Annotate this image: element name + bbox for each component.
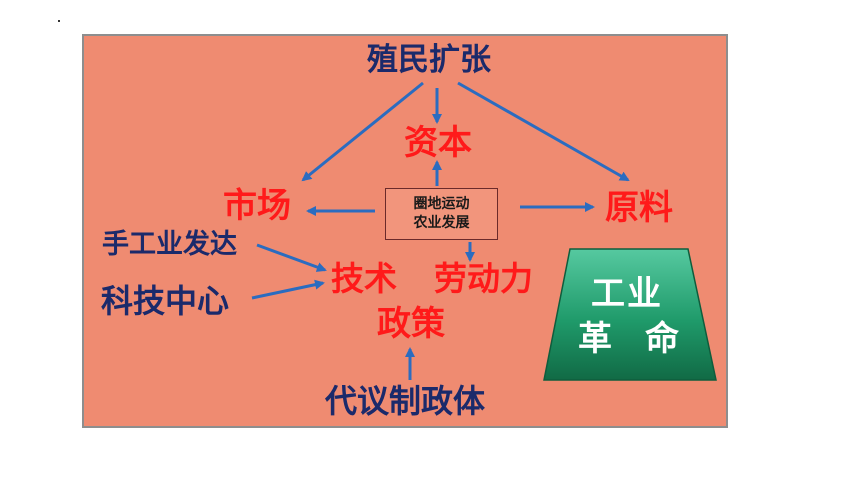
stray-dot (58, 20, 60, 22)
node-colonial-expansion: 殖民扩张 (367, 42, 491, 78)
node-capital: 资本 (404, 123, 472, 163)
center-line-1: 圈地运动 (413, 196, 470, 213)
industrial-revolution-line2a: 革 (578, 319, 614, 359)
arrow-colonial-to-rawmaterial (457, 81, 630, 182)
arrow-handicraft-to-technology (256, 243, 327, 272)
node-labor: 劳动力 (434, 259, 533, 298)
industrial-revolution-line1: 工业 (591, 274, 663, 314)
industrial-revolution-line2b: 命 (645, 319, 681, 359)
industrial-revolution-shape (543, 248, 717, 381)
center-line-2: 农业发展 (413, 215, 470, 231)
arrow-colonial-to-market (301, 81, 424, 182)
node-enclosure-agriculture: 圈地运动 农业发展 (385, 188, 498, 240)
node-tech-center: 科技中心 (101, 282, 230, 320)
node-handicraft: 手工业发达 (102, 229, 237, 260)
arrow-techcenter-to-technology (251, 279, 325, 300)
node-raw-material: 原料 (605, 188, 673, 228)
node-parliament: 代议制政体 (325, 382, 486, 420)
node-market: 市场 (223, 186, 291, 226)
node-technology: 技术 (331, 259, 397, 298)
node-policy: 政策 (377, 304, 445, 344)
